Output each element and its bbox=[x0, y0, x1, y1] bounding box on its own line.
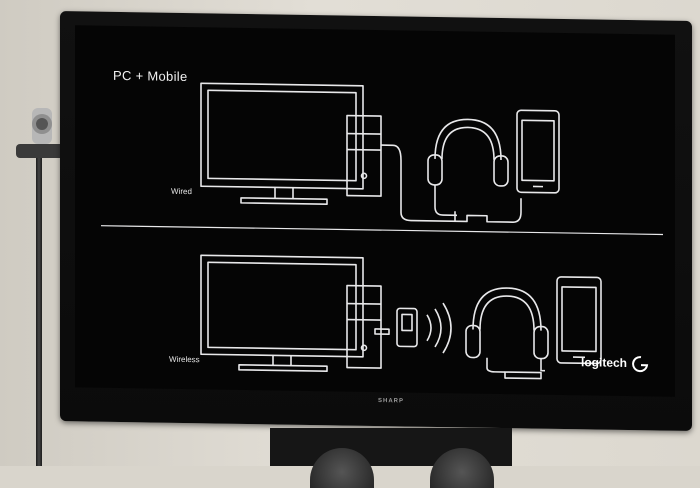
slide-title: PC + Mobile bbox=[113, 67, 188, 85]
tv-brand-label: SHARP bbox=[378, 398, 405, 405]
tv-screen: PC + Mobile Wired Wireless logitech bbox=[75, 25, 675, 397]
wired-monitor-stand-icon bbox=[240, 187, 328, 206]
wireless-signal-icon bbox=[426, 314, 432, 342]
wireless-monitor-icon bbox=[200, 254, 364, 358]
wireless-headphones-icon bbox=[472, 287, 542, 331]
wireless-pc-tower-icon bbox=[346, 284, 382, 369]
usb-receiver-icon bbox=[396, 307, 418, 348]
wired-monitor-icon bbox=[200, 82, 364, 190]
wired-pc-tower-icon bbox=[346, 114, 382, 197]
section-divider bbox=[101, 225, 663, 236]
conference-camera bbox=[10, 98, 70, 178]
wireless-label: Wireless bbox=[169, 354, 200, 365]
logitech-g-logo bbox=[632, 356, 649, 373]
wired-headphones-icon bbox=[434, 118, 502, 160]
wired-label: Wired bbox=[171, 186, 192, 197]
logitech-logo-text: logitech bbox=[581, 355, 628, 370]
camera-stand-pole bbox=[36, 150, 42, 466]
wired-cable bbox=[381, 144, 522, 223]
wired-phone-icon bbox=[516, 109, 560, 194]
wireless-phone-icon bbox=[556, 276, 602, 365]
slide-graphics bbox=[101, 82, 663, 380]
tv-bezel: PC + Mobile Wired Wireless logitech SHAR… bbox=[60, 11, 692, 431]
